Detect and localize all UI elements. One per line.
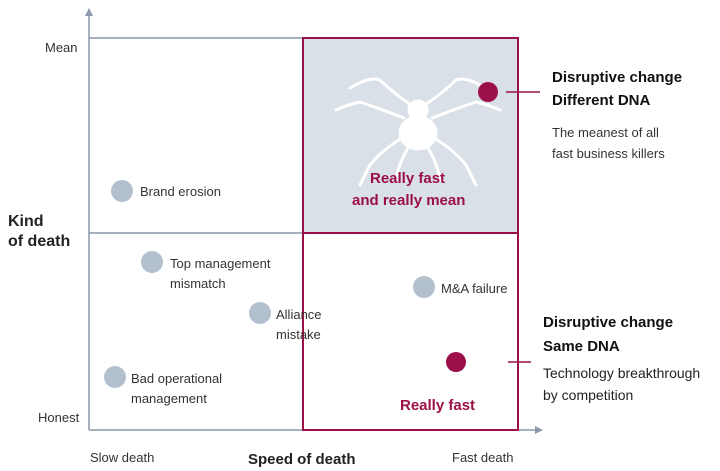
top-management-label-line1: Top management (170, 256, 270, 271)
y-axis-bottom-label: Honest (38, 410, 79, 425)
bad-operational-bubble (104, 366, 126, 388)
alliance-mistake-label-line1: Alliance (276, 307, 322, 322)
y-axis-arrow (85, 8, 93, 16)
alliance-mistake-bubble (249, 302, 271, 324)
y-axis-title-line1: Kind (8, 213, 44, 231)
different-dna-desc-line1: The meanest of all (552, 125, 659, 140)
y-axis-title-line2: of death (8, 233, 70, 251)
x-axis-right-label: Fast death (452, 450, 513, 465)
different-dna-title-line2: Different DNA (552, 92, 650, 109)
alliance-mistake-label-line2: mistake (276, 327, 321, 342)
same-dna-title-line2: Same DNA (543, 338, 620, 355)
quadrant-top-right-label-line1: Really fast (370, 170, 445, 187)
brand-erosion-bubble (111, 180, 133, 202)
different-dna-desc-line2: fast business killers (552, 146, 665, 161)
different-dna-title-line1: Disruptive change (552, 69, 682, 86)
ma-failure-label: M&A failure (441, 281, 507, 296)
different-dna-dot (478, 82, 498, 102)
same-dna-title-line1: Disruptive change (543, 314, 673, 331)
quadrant-bottom-right-label: Really fast (400, 397, 475, 414)
ma-failure-bubble (413, 276, 435, 298)
same-dna-dot (446, 352, 466, 372)
same-dna-desc-line2: by competition (543, 387, 633, 403)
quadrant-top-right-label-line2: and really mean (352, 192, 465, 209)
same-dna-desc-line1: Technology breakthrough (543, 365, 700, 381)
top-management-label-line2: mismatch (170, 276, 226, 291)
x-axis-left-label: Slow death (90, 450, 154, 465)
y-axis-top-label: Mean (45, 40, 78, 55)
brand-erosion-label: Brand erosion (140, 184, 221, 199)
top-management-bubble (141, 251, 163, 273)
bad-operational-label-line2: management (131, 391, 207, 406)
x-axis-arrow (535, 426, 543, 434)
bad-operational-label-line1: Bad operational (131, 371, 222, 386)
x-axis-title: Speed of death (248, 451, 356, 468)
